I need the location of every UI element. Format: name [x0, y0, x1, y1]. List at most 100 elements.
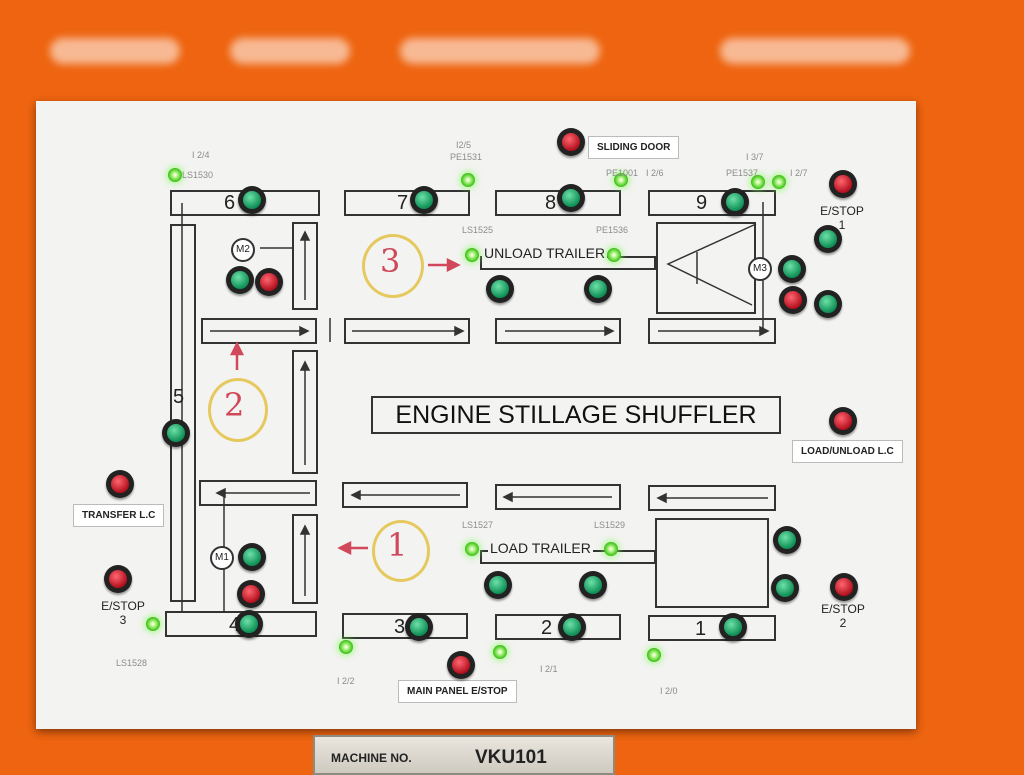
reflection [720, 38, 910, 64]
indicator-lamp [614, 173, 628, 187]
conveyor-4-button[interactable] [235, 610, 263, 638]
reflection [230, 38, 350, 64]
estop-2-label: E/STOP 2 [821, 602, 865, 630]
indicator-lamp [465, 542, 479, 556]
m1-start-button[interactable] [238, 543, 266, 571]
conveyor-8-button[interactable] [557, 184, 585, 212]
conveyor-2-button[interactable] [558, 613, 586, 641]
indicator-lamp [168, 168, 182, 182]
annotation-number: 3 [380, 242, 401, 280]
conveyor-upper-c [495, 318, 621, 344]
pencil-note: I2/5 [456, 140, 472, 150]
conveyor-number: 5 [173, 386, 185, 408]
load-side-button-b[interactable] [771, 574, 799, 602]
motor-m3: M3 [748, 257, 772, 281]
m1-stop-button[interactable] [237, 580, 265, 608]
pencil-note: I 2/7 [790, 168, 808, 178]
unload-button-b[interactable] [584, 275, 612, 303]
pencil-note: I 3/7 [746, 152, 764, 162]
vertical-conveyor-lower [292, 514, 318, 604]
indicator-lamp [647, 648, 661, 662]
pencil-note: I 2/1 [540, 664, 558, 674]
motor-m1: M1 [210, 546, 234, 570]
conveyor-lower-a [199, 480, 317, 506]
conveyor-number: 2 [541, 617, 553, 639]
load-trailer-box [655, 518, 769, 608]
load-unload-lc-label: LOAD/UNLOAD L.C [792, 440, 903, 463]
conveyor-upper-d [648, 318, 776, 344]
annotation-circle [208, 378, 268, 442]
machine-plate: MACHINE NO. VKU101 [313, 735, 615, 775]
pencil-note: I 2/0 [660, 686, 678, 696]
conveyor-3-button[interactable] [405, 613, 433, 641]
indicator-lamp [465, 248, 479, 262]
unload-trailer-label: UNLOAD TRAILER [482, 245, 608, 261]
conveyor-upper-b [344, 318, 470, 344]
indicator-lamp [751, 175, 765, 189]
m3-button-c[interactable] [814, 290, 842, 318]
indicator-lamp [493, 645, 507, 659]
annotation-number: 2 [224, 386, 245, 424]
pencil-note: PE1531 [450, 152, 483, 162]
conveyor-9-button[interactable] [721, 188, 749, 216]
main-panel-estop-label: MAIN PANEL E/STOP [398, 680, 517, 703]
m2-stop-button[interactable] [255, 268, 283, 296]
annotation-number: 1 [387, 526, 408, 564]
conveyor-6-button[interactable] [238, 186, 266, 214]
m3-button-a[interactable] [814, 225, 842, 253]
indicator-lamp [339, 640, 353, 654]
transfer-lc-label: TRANSFER L.C [73, 504, 165, 527]
m2-start-button[interactable] [226, 266, 254, 294]
conveyor-5 [170, 224, 196, 602]
motor-m2: M2 [231, 238, 255, 262]
pencil-note: LS1530 [182, 170, 214, 180]
conveyor-3 [342, 613, 468, 639]
conveyor-1-button[interactable] [719, 613, 747, 641]
annotation-circle [372, 520, 430, 582]
conveyor-2 [495, 614, 621, 640]
sliding-door-button[interactable] [557, 128, 585, 156]
conveyor-number: 3 [394, 616, 406, 638]
load-side-button-a[interactable] [773, 526, 801, 554]
main-panel-estop-button[interactable] [447, 651, 475, 679]
pencil-note: PE1001 [606, 168, 639, 178]
conveyor-lower-d [648, 485, 776, 511]
indicator-lamp [461, 173, 475, 187]
pencil-note: LS1527 [462, 520, 494, 530]
load-button-b[interactable] [579, 571, 607, 599]
load-button-a[interactable] [484, 571, 512, 599]
load-unload-button[interactable] [829, 407, 857, 435]
m3-button-b[interactable] [778, 255, 806, 283]
conveyor-7 [344, 190, 470, 216]
unload-button-a[interactable] [486, 275, 514, 303]
conveyor-number: 7 [397, 192, 409, 214]
estop-3-label: E/STOP 3 [101, 599, 145, 627]
conveyor-upper-a [201, 318, 317, 344]
conveyor-number: 8 [545, 192, 557, 214]
indicator-lamp [146, 617, 160, 631]
pencil-note: LS1529 [594, 520, 626, 530]
estop-1-label: E/STOP 1 [820, 204, 864, 232]
m3-stop-button[interactable] [779, 286, 807, 314]
conveyor-7-button[interactable] [410, 186, 438, 214]
conveyor-number: 9 [696, 192, 708, 214]
indicator-lamp [604, 542, 618, 556]
conveyor-1 [648, 615, 776, 641]
estop-3-button[interactable] [104, 565, 132, 593]
conveyor-5-button[interactable] [162, 419, 190, 447]
transfer-button[interactable] [106, 470, 134, 498]
vertical-conveyor-middle [292, 350, 318, 474]
reflection [400, 38, 600, 64]
load-trailer-label: LOAD TRAILER [488, 540, 593, 556]
estop-2-button[interactable] [830, 573, 858, 601]
pencil-note: I 2/4 [192, 150, 210, 160]
pencil-note: LS1525 [462, 225, 494, 235]
annotation-circle [362, 234, 424, 298]
conveyor-number: 1 [695, 618, 707, 640]
reflection [50, 38, 180, 64]
estop-1-button[interactable] [829, 170, 857, 198]
pencil-note: PE1537 [726, 168, 759, 178]
vertical-conveyor-upper [292, 222, 318, 310]
